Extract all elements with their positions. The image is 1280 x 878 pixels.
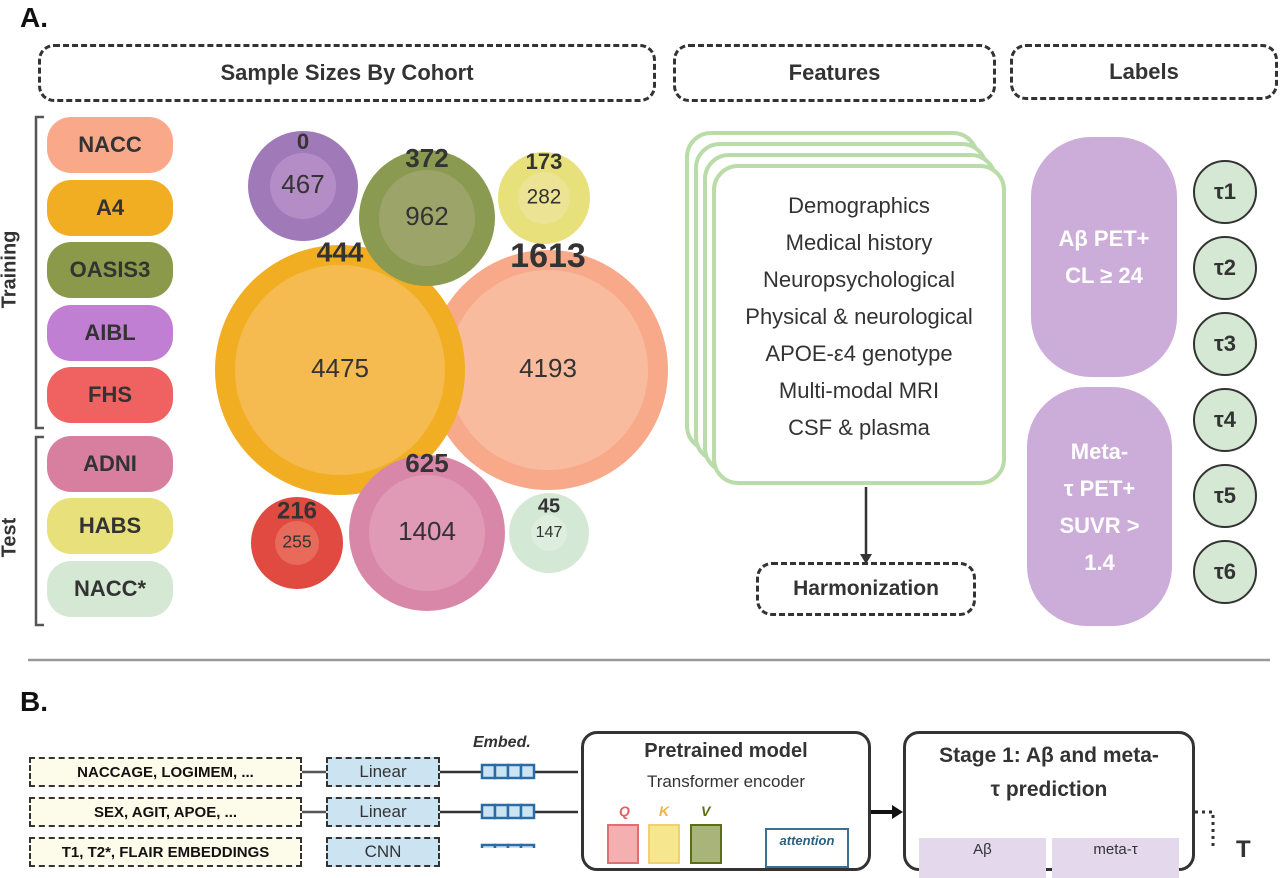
edge-text: T [1236, 836, 1251, 863]
cohort-pill-oasis3: OASIS3 [47, 242, 173, 298]
cohort-inner-circle-habs [518, 172, 570, 224]
meta-tau-head: meta-τ [1052, 838, 1179, 878]
embedding-cell [480, 803, 497, 820]
input-features-row: SEX, AGIT, APOE, ... [29, 797, 302, 827]
pretrained-model-box: Pretrained model Transformer encoder Q K… [581, 731, 871, 871]
train-count-nacc: 4193 [519, 353, 577, 383]
labels-header: Labels [1010, 44, 1278, 100]
training-label: Training [0, 230, 21, 309]
cohort-inner-circle-nacc-star [531, 515, 567, 551]
input-features-row: T1, T2*, FLAIR EMBEDDINGS [29, 837, 302, 867]
v-label: V [701, 803, 711, 819]
abeta-line: CL ≥ 24 [1065, 263, 1143, 288]
cohort-inner-circle-adni [369, 475, 485, 591]
abeta-label: Aβ PET+ CL ≥ 24 [1031, 137, 1177, 377]
embedding-cell [519, 763, 536, 780]
tau-region-2: τ2 [1193, 236, 1257, 300]
encoder-linear: Linear [326, 757, 440, 787]
test-count-a4: 444 [317, 236, 364, 267]
harmonization-box: Harmonization [756, 562, 976, 616]
cohort-inner-circle-nacc [448, 270, 648, 470]
feature-item: APOE-ε4 genotype [765, 341, 953, 366]
embedding-cell [493, 763, 510, 780]
test-count-habs: 173 [526, 149, 563, 174]
cohort-pill-habs: HABS [47, 498, 173, 554]
abeta-line: Aβ PET+ [1058, 226, 1150, 251]
test-count-nacc-star: 45 [538, 495, 560, 517]
feature-card [712, 164, 1006, 485]
input-features-row: NACCAGE, LOGIMEM, ... [29, 757, 302, 787]
embedding-cell [519, 803, 536, 820]
tau-line: 1.4 [1084, 549, 1115, 575]
cohort-pill-a4: A4 [47, 180, 173, 236]
tau-label: Meta- τ PET+ SUVR > 1.4 [1027, 387, 1172, 626]
q-label: Q [619, 803, 630, 819]
feature-item: Neuropsychological [763, 267, 955, 292]
pretrained-title: Pretrained model [644, 740, 808, 762]
feature-item: Physical & neurological [745, 304, 973, 329]
train-count-aibl: 467 [281, 169, 324, 199]
stage1-title-2: τ prediction [990, 778, 1108, 801]
test-label: Test [0, 517, 21, 558]
k-label: K [659, 803, 670, 819]
encoder-linear: Linear [326, 797, 440, 827]
feature-item: Medical history [785, 230, 933, 255]
feature-item: Multi-modal MRI [778, 378, 940, 403]
cohort-inner-circle-aibl [270, 153, 336, 219]
features-header: Features [673, 44, 996, 102]
embedding-cell [480, 763, 497, 780]
panel-a-label: A. [20, 2, 48, 33]
train-count-oasis3: 962 [405, 201, 448, 231]
cohort-pill-nacc: NACC [47, 117, 173, 173]
encoder-cnn: CNN [326, 837, 440, 867]
cohort-pill-aibl: AIBL [47, 305, 173, 361]
test-bracket [34, 435, 44, 627]
tau-region-5: τ5 [1193, 464, 1257, 528]
attention-box: attention [765, 828, 849, 868]
embedding-cell [506, 803, 523, 820]
test-count-oasis3: 372 [405, 143, 448, 173]
cohort-pill-fhs: FHS [47, 367, 173, 423]
tau-region-4: τ4 [1193, 388, 1257, 452]
tau-line: Meta- [1070, 438, 1129, 464]
embedding-cell [493, 803, 510, 820]
embedding-cell [480, 843, 497, 848]
panel-b-label: B. [20, 686, 48, 717]
test-count-fhs: 216 [277, 497, 317, 524]
train-count-a4: 4475 [311, 353, 369, 383]
embedding-cell [493, 843, 510, 848]
cohort-inner-circle-a4 [235, 265, 445, 475]
embedding-cell [506, 843, 523, 848]
pretrained-subtitle: Transformer encoder [646, 772, 806, 791]
stage1-box: Stage 1: Aβ and meta- τ prediction Aβ me… [903, 731, 1195, 878]
training-bracket [34, 115, 44, 430]
k-matrix [648, 824, 680, 864]
tau-region-3: τ3 [1193, 312, 1257, 376]
train-count-nacc-star: 147 [536, 524, 563, 541]
test-count-adni: 625 [405, 448, 448, 478]
stage1-title: Stage 1: Aβ and meta- [939, 744, 1159, 767]
embedding-cell [506, 763, 523, 780]
tau-line: SUVR > [1059, 512, 1140, 538]
embed-label: Embed. [473, 734, 531, 751]
sample-sizes-header: Sample Sizes By Cohort [38, 44, 656, 102]
feature-item: Demographics [788, 193, 930, 218]
cohort-pill-nacc-star: NACC* [47, 561, 173, 617]
cohort-pill-adni: ADNI [47, 436, 173, 492]
feature-item: CSF & plasma [788, 415, 930, 440]
cohort-inner-circle-oasis3 [379, 170, 475, 266]
tau-region-6: τ6 [1193, 540, 1257, 604]
train-count-habs: 282 [527, 186, 562, 209]
embedding-cell [519, 843, 536, 848]
cohort-inner-circle-fhs [275, 521, 319, 565]
v-matrix [690, 824, 722, 864]
tau-line: τ PET+ [1063, 475, 1136, 501]
q-matrix [607, 824, 639, 864]
tau-region-1: τ1 [1193, 160, 1257, 224]
diagram-lines: 1613419344444753729620467216255625140417… [28, 115, 1270, 848]
train-count-adni: 1404 [398, 516, 456, 546]
test-count-aibl: 0 [297, 129, 309, 154]
train-count-fhs: 255 [282, 532, 312, 552]
abeta-head: Aβ [919, 838, 1046, 878]
